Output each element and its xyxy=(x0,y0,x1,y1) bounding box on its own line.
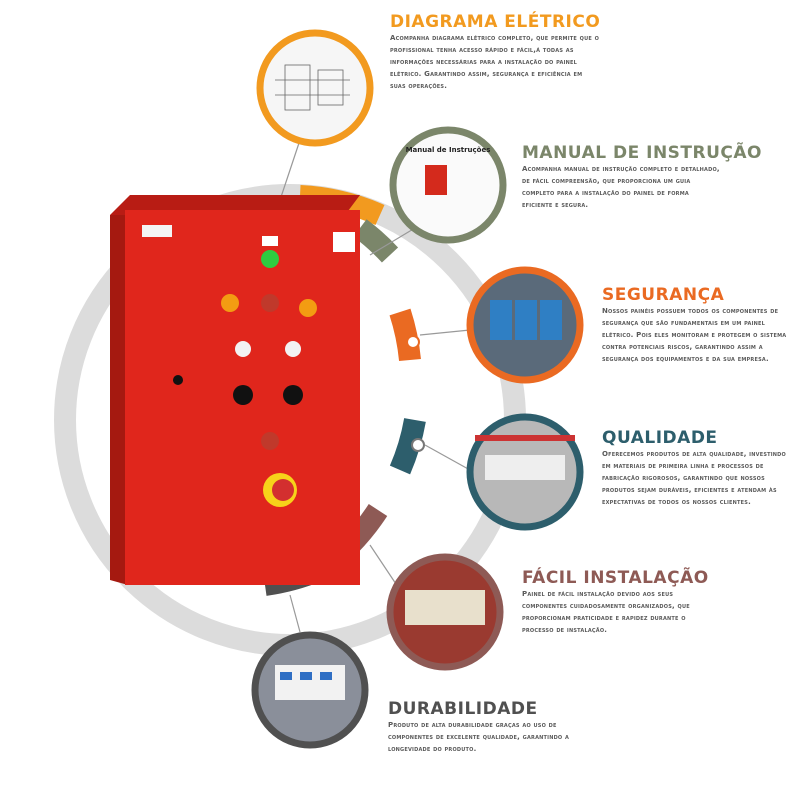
feature-manual-de-instrucao: MANUAL DE INSTRUÇÃO Acompanha manual de … xyxy=(522,143,763,211)
feature-diagrama-eletrico: DIAGRAMA ELÉTRICO Acompanha diagrama elé… xyxy=(390,12,600,92)
electrical-panel-cabinet xyxy=(110,195,360,585)
feature-description: Acompanha diagrama elétrico completo, qu… xyxy=(390,34,600,90)
feature-title: DIAGRAMA ELÉTRICO xyxy=(390,12,601,32)
ring-segment-seguranca xyxy=(389,308,421,362)
feature-seguranca: SEGURANÇA Nossos painéis possuem todos o… xyxy=(602,285,797,365)
ring-segment-qualidade xyxy=(389,417,426,475)
feature-description: Acompanha manual de instrução completo e… xyxy=(522,165,720,209)
feature-facil-instalacao: FÁCIL INSTALAÇÃO Painel de fácil instala… xyxy=(522,568,712,636)
feature-title: DURABILIDADE xyxy=(388,699,538,719)
feature-description: Oferecemos produtos de alta qualidade, i… xyxy=(602,450,786,506)
manual-image-caption: Manual de Instruções xyxy=(406,146,491,154)
feature-title: SEGURANÇA xyxy=(602,285,725,305)
feature-image-seguranca xyxy=(466,266,584,384)
feature-image-facil xyxy=(386,553,504,671)
feature-image-manual: Manual de Instruções xyxy=(389,126,507,244)
feature-description: Painel de fácil instalação devido aos se… xyxy=(522,590,690,634)
feature-image-durabilidade xyxy=(251,631,369,749)
feature-durabilidade: DURABILIDADE Produto de alta durabilidad… xyxy=(388,699,588,755)
feature-image-diagrama xyxy=(256,29,374,147)
ring-segment-manual xyxy=(353,219,399,263)
feature-title: FÁCIL INSTALAÇÃO xyxy=(522,568,709,588)
feature-description: Nossos painéis possuem todos os componen… xyxy=(602,307,787,363)
feature-image-qualidade xyxy=(466,413,584,531)
feature-qualidade: QUALIDADE Oferecemos produtos de alta qu… xyxy=(602,428,797,508)
feature-description: Produto de alta durabilidade graças ao u… xyxy=(388,721,570,753)
feature-title: QUALIDADE xyxy=(602,428,718,448)
feature-title: MANUAL DE INSTRUÇÃO xyxy=(522,143,763,163)
